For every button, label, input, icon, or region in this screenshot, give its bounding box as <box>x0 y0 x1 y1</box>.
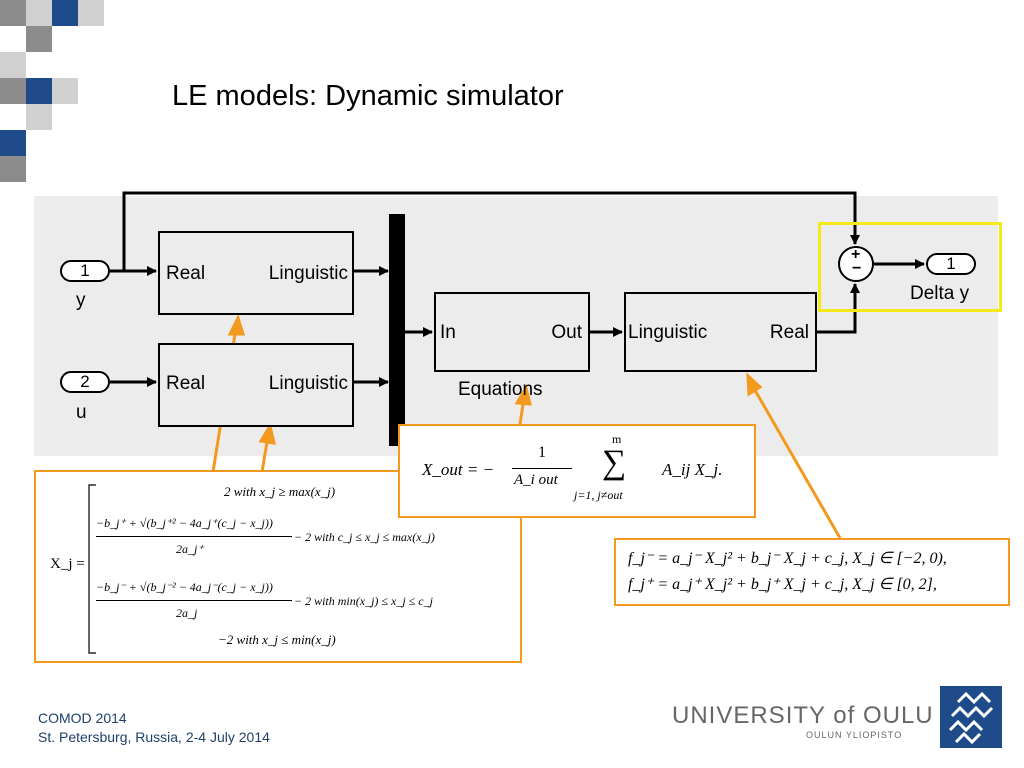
block-input-label: Real <box>166 263 206 284</box>
block-output-label: Out <box>551 322 582 343</box>
corner-square-blue <box>52 0 78 26</box>
f-plus-equation: f_j⁺ = a_j⁺ X_j² + b_j⁺ X_j + c_j, X_j ∈… <box>628 576 937 593</box>
sum-sign-plus: + <box>851 246 861 263</box>
output-highlight-box <box>818 222 1002 312</box>
xj-case-3-condition: − 2 with min(x_j) ≤ x_j ≤ c_j <box>294 594 433 608</box>
sum-block[interactable]: + − <box>838 246 874 282</box>
block-output-label: Linguistic <box>268 263 348 284</box>
equations-block-name: Equations <box>458 379 543 400</box>
corner-square-gray <box>0 78 26 104</box>
xj-case-4: −2 with x_j ≤ min(x_j) <box>218 632 336 647</box>
block-input-label: Linguistic <box>628 322 708 343</box>
footer-location-date: St. Petersburg, Russia, 2-4 July 2014 <box>38 729 270 745</box>
real-to-linguistic-block-2[interactable]: Real Linguistic <box>158 343 354 427</box>
xj-lhs: X_j = <box>50 556 85 572</box>
corner-square-blue <box>26 78 52 104</box>
block-input-label: In <box>440 322 456 343</box>
linguistic-to-real-block[interactable]: Linguistic Real <box>624 292 817 372</box>
xout-sum-lower: j=1, j≠out <box>574 488 623 502</box>
logo-pattern <box>948 691 994 745</box>
xout-lhs: X_out = − <box>422 460 495 479</box>
xout-sum-symbol: ∑ <box>602 444 627 481</box>
corner-square-gray <box>0 0 26 26</box>
corner-square-light <box>26 104 52 130</box>
xout-fraction-numerator: 1 <box>538 444 546 461</box>
xj-case-1: 2 with x_j ≥ max(x_j) <box>224 484 336 499</box>
output-label-delta-y: Delta y <box>910 283 970 304</box>
block-input-label: Real <box>166 373 206 394</box>
corner-square-light <box>26 0 52 26</box>
xj-case-2-condition: − 2 with c_j ≤ x_j ≤ max(x_j) <box>294 530 435 544</box>
output-port-1[interactable]: 1 <box>926 253 976 275</box>
input-port-1[interactable]: 1 <box>60 260 110 282</box>
equations-block[interactable]: In Out <box>434 292 590 372</box>
xout-fraction-denominator: A_i out <box>514 472 558 488</box>
corner-square-light <box>78 0 104 26</box>
xj-case-3-numerator: −b_j⁻ + √(b_j⁻² − 4a_j⁻(c_j − x_j)) <box>96 580 273 594</box>
xj-equation-box: X_j = 2 with x_j ≥ max(x_j) −b_j⁺ + √(b_… <box>34 470 522 663</box>
real-to-linguistic-block-1[interactable]: Real Linguistic <box>158 231 354 315</box>
corner-square-gray <box>26 26 52 52</box>
university-name: UNIVERSITY of OULU <box>672 702 934 729</box>
corner-square-light <box>0 52 26 78</box>
xj-bracket <box>88 484 96 654</box>
xj-case-2-fraction-line <box>96 536 292 537</box>
mux-bar[interactable] <box>389 214 405 446</box>
corner-square-light <box>52 78 78 104</box>
block-output-label: Linguistic <box>268 373 348 394</box>
sum-sign-minus: − <box>852 260 862 277</box>
corner-square-gray <box>0 156 26 182</box>
xj-case-3-fraction-line <box>96 600 292 601</box>
input-port-2[interactable]: 2 <box>60 371 110 393</box>
input-label-y: y <box>76 290 86 311</box>
xout-rhs: A_ij X_j. <box>662 460 723 479</box>
university-subname: OULUN YLIOPISTO <box>806 730 903 740</box>
xj-case-3-denominator: 2a_j <box>176 606 198 620</box>
input-label-u: u <box>76 402 87 423</box>
corner-square-blue <box>0 130 26 156</box>
xout-fraction-line <box>512 468 572 469</box>
xout-equation-box: X_out = − 1 A_i out m ∑ j=1, j≠out A_ij … <box>398 424 756 518</box>
block-output-label: Real <box>769 322 809 343</box>
xj-case-2-denominator: 2a_j⁺ <box>176 542 204 556</box>
slide-title: LE models: Dynamic simulator <box>172 80 564 112</box>
university-logo <box>940 686 1002 748</box>
footer-conference: COMOD 2014 <box>38 710 127 726</box>
xj-case-2-numerator: −b_j⁺ + √(b_j⁺² − 4a_j⁺(c_j − x_j)) <box>96 516 273 530</box>
f-functions-box: f_j⁻ = a_j⁻ X_j² + b_j⁻ X_j + c_j, X_j ∈… <box>614 538 1010 606</box>
xout-sum-upper: m <box>612 432 622 446</box>
f-minus-equation: f_j⁻ = a_j⁻ X_j² + b_j⁻ X_j + c_j, X_j ∈… <box>628 550 947 567</box>
